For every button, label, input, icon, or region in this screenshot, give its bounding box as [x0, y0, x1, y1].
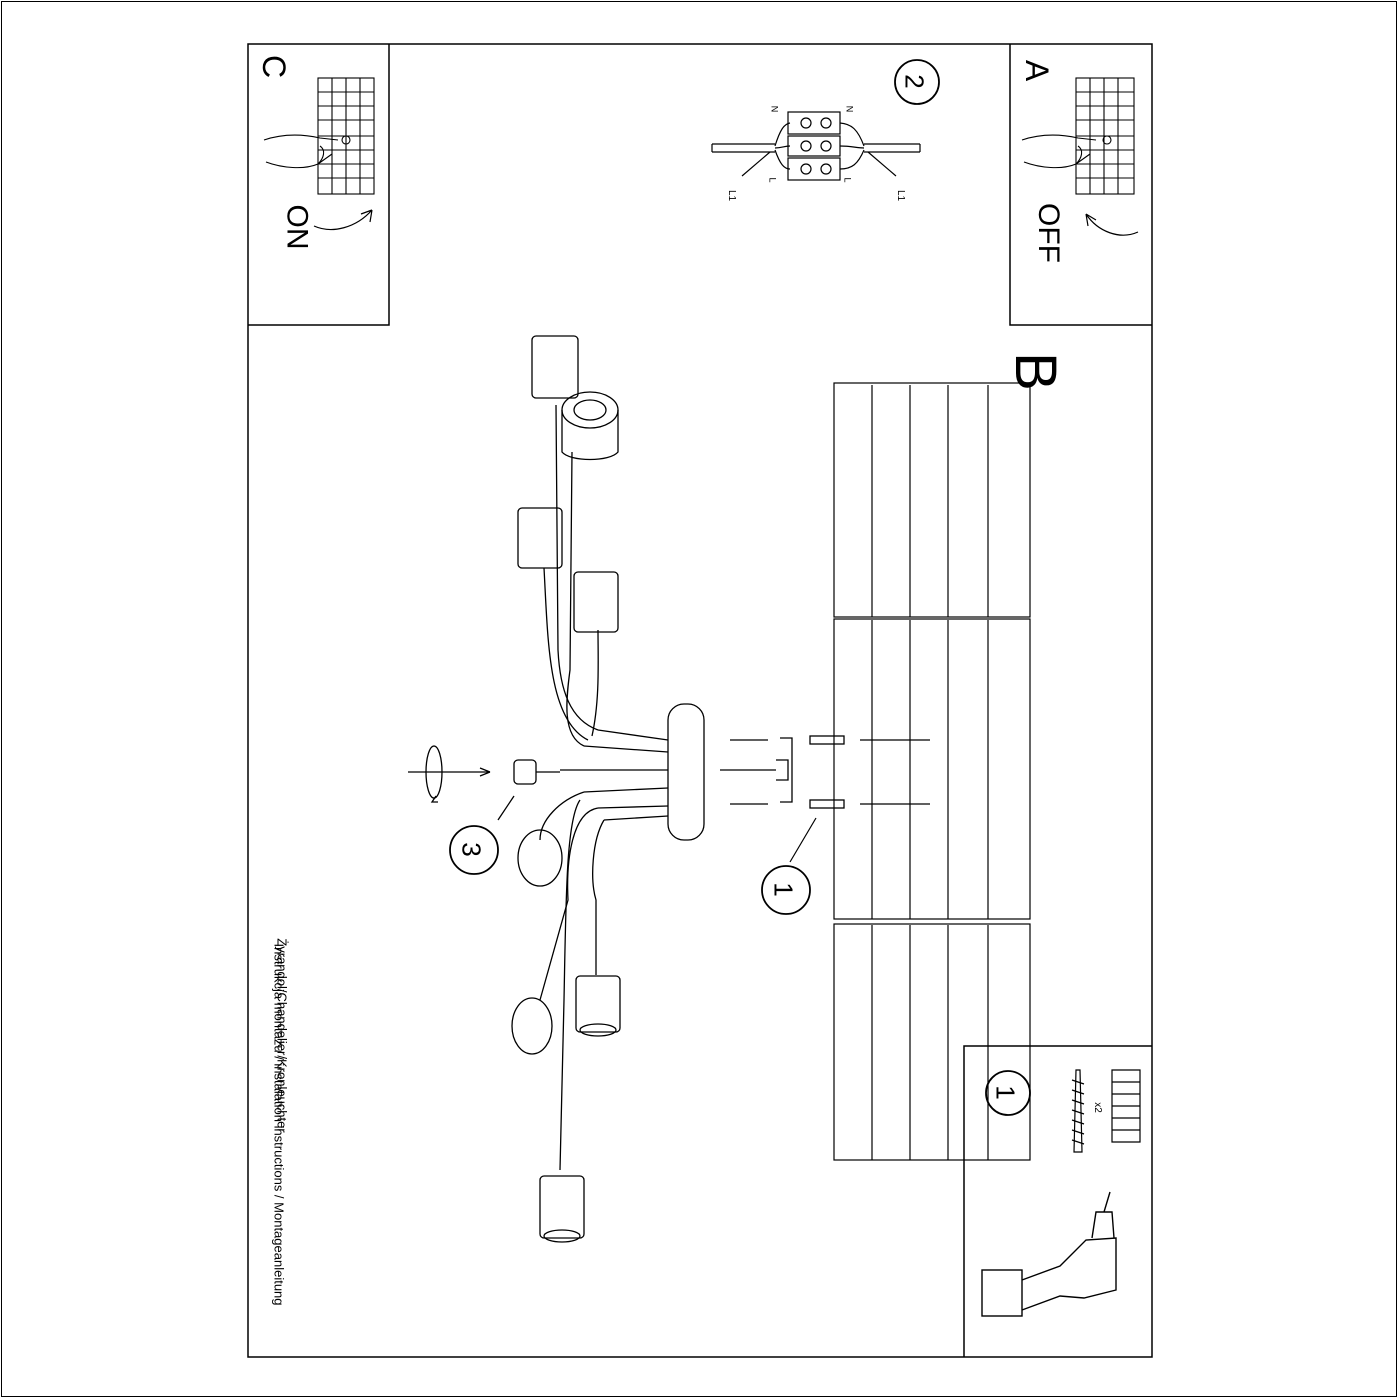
parts-box: [963, 1045, 1152, 1357]
panel-b-label: B: [1002, 352, 1068, 391]
screw-icon: [1071, 1069, 1085, 1153]
lamp-shade-icon: [539, 1175, 585, 1239]
breaker-panel-icon: [1075, 77, 1135, 195]
panel-a-box: [1009, 44, 1152, 326]
lamp-shade-icon: [573, 571, 619, 633]
panel-c-box: [248, 44, 390, 326]
ceiling-canopy-icon: [667, 703, 705, 841]
terminal-block-icon: [711, 111, 921, 181]
curved-arrow-icon: [313, 209, 373, 231]
step-circle-3: [449, 825, 499, 875]
panel-c-label: C: [256, 54, 293, 79]
mounting-bracket-icon: [720, 735, 930, 809]
step-label-1: 1: [768, 882, 799, 897]
hand-icon: [263, 134, 339, 169]
breaker-panel-icon: [317, 77, 375, 195]
wire-label-l1-left: L1: [726, 189, 738, 202]
drill-icon: [981, 1191, 1117, 1317]
panel-a-label: A: [1019, 59, 1056, 82]
panel-c-state: ON: [280, 204, 314, 250]
lamp-assembly: [511, 335, 705, 1243]
lamp-shade-icon: [531, 335, 579, 399]
lamp-shade-icon: [517, 507, 563, 569]
manual-title-line-2: Żyrandol/Chandelier/Kronleuchter: [274, 938, 290, 1133]
wall-plug-icon: [1111, 1069, 1141, 1143]
step-circle-2: [894, 59, 940, 105]
lamp-shade-icon: [575, 975, 621, 1033]
main-frame: [247, 43, 1153, 1358]
leader-line-1: [789, 817, 817, 863]
wire-label-l-left: L: [767, 177, 778, 183]
hand-icon: [1021, 134, 1097, 169]
curved-arrow-icon: [1085, 213, 1139, 236]
step-circle-1b: [985, 1070, 1031, 1116]
wire-label-n-right: N: [844, 105, 855, 113]
wire-label-l1-right: L1: [895, 189, 907, 202]
wire-label-n-left: N: [769, 105, 780, 113]
rotation-arrow-icon: [408, 745, 560, 821]
panel-a-state: OFF: [1032, 203, 1065, 263]
step-label-3: 3: [456, 842, 487, 857]
ceiling-boards: [833, 382, 1031, 1161]
step-label-2: 2: [899, 74, 930, 89]
step-circle-1: [761, 865, 811, 915]
step-label-1-parts: 1: [990, 1085, 1021, 1100]
parts-quantity: x2: [1091, 1102, 1103, 1113]
wire-label-l-right: L: [842, 177, 853, 183]
